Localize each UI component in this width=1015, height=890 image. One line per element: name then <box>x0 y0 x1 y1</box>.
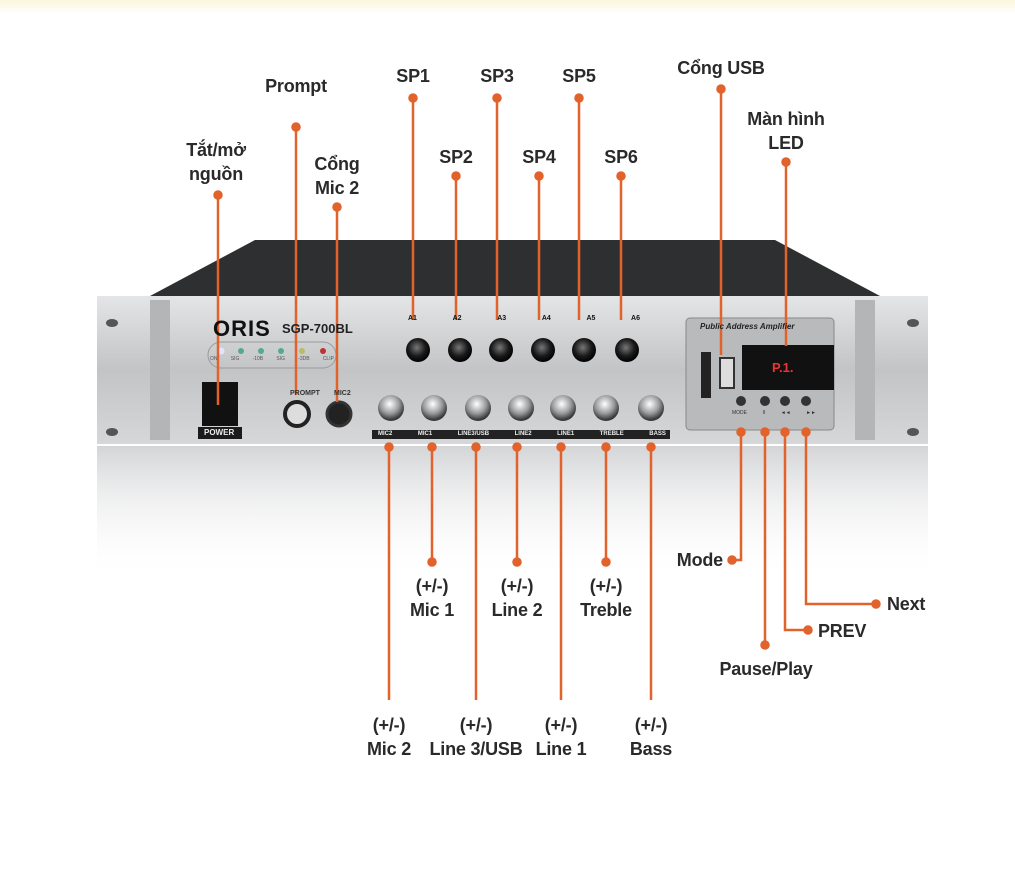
knob-label: LINE1 <box>557 431 575 437</box>
label-line: Cổng <box>314 154 360 174</box>
zone-label: A4 <box>541 315 551 322</box>
brand-logo: ORIS <box>213 316 271 341</box>
callout-prompt: Prompt <box>265 76 327 96</box>
knob-label: LINE3/USB <box>457 431 490 437</box>
power-switch <box>202 382 238 426</box>
chassis-top <box>150 240 880 296</box>
power-label: POWER <box>204 428 235 437</box>
label-line: nguồn <box>189 164 243 184</box>
callout-sp6: SP6 <box>604 147 638 167</box>
label-line: Mic 2 <box>314 178 360 198</box>
zone-label: A2 <box>452 315 462 322</box>
label-line: (+/-) <box>589 576 623 596</box>
callout-sp1: SP1 <box>396 66 430 86</box>
led-label: ON <box>210 356 218 362</box>
label-line: Mic 2 <box>366 739 412 759</box>
callout-next: Next <box>887 594 926 614</box>
usb-port <box>719 357 735 389</box>
label-line: Mic 1 <box>409 600 455 620</box>
zone-label: A6 <box>631 315 640 322</box>
label-line: (+/-) <box>415 576 449 596</box>
knob-label: MIC1 <box>417 431 433 437</box>
prompt-jack <box>283 400 311 428</box>
reflection <box>97 446 928 581</box>
sd-slot <box>701 352 711 398</box>
callout-usb: Cổng USB <box>677 58 765 78</box>
callout-line3: (+/-) Line 3/USB <box>429 713 522 761</box>
led-label: -10B <box>252 356 264 362</box>
leader-next <box>804 432 876 606</box>
player-button-label: MODE <box>732 410 747 416</box>
player-button-label: ►► <box>806 410 816 416</box>
tone-knobs <box>378 395 664 421</box>
knob-label-bar <box>372 430 670 439</box>
zone-label: A3 <box>497 315 507 322</box>
leader-prev <box>783 432 808 632</box>
label-line: Line 2 <box>491 600 543 620</box>
label-line: (+/-) <box>544 715 578 735</box>
callout-sp5: SP5 <box>562 66 596 86</box>
label-line: Line 1 <box>535 739 587 759</box>
led-display <box>742 345 834 390</box>
callout-mic2: (+/-) Mic 2 <box>367 713 411 761</box>
label-line: Tắt/mở <box>186 140 246 160</box>
callout-sp4: SP4 <box>522 147 556 167</box>
callout-line2: (+/-) Line 2 <box>492 574 543 622</box>
top-glow <box>0 0 1015 14</box>
callout-prev: PREV <box>818 621 867 641</box>
callout-sp3: SP3 <box>480 66 514 86</box>
player-button-label: II <box>762 410 766 416</box>
led-label: -3DB <box>298 356 310 362</box>
callout-pause-play: Pause/Play <box>719 659 813 679</box>
speaker-zone-labels: A1 A2 A3 A4 A5 A6 <box>408 315 640 322</box>
callout-bass: (+/-) Bass <box>630 713 672 761</box>
mic2-jack <box>325 400 353 428</box>
model-name: SGP-700BL <box>282 321 353 336</box>
led-label: SIG <box>230 356 240 362</box>
display-panel-title: Public Address Amplifier <box>700 322 795 331</box>
callout-power: Tắt/mở nguồn <box>186 138 246 186</box>
callout-lines <box>213 84 881 700</box>
led-readout: P.1. <box>772 360 794 375</box>
label-line: (+/-) <box>634 715 668 735</box>
knob-label: MIC2 <box>378 431 393 437</box>
zone-label: A5 <box>586 315 596 322</box>
knob-label: BASS <box>649 431 666 437</box>
knob-label: LINE2 <box>514 431 532 437</box>
player-button-label: ◄◄ <box>780 410 791 416</box>
led-label: CLIP <box>322 356 334 362</box>
label-line: Treble <box>580 600 632 620</box>
prompt-label: PROMPT <box>290 390 320 397</box>
led-label: SIG <box>276 356 285 362</box>
player-button-labels: MODE II ◄◄ ►► <box>732 410 816 416</box>
callout-mic1: (+/-) Mic 1 <box>410 574 454 622</box>
knob-labels: MIC2 MIC1 LINE3/USB LINE2 LINE1 TREBLE BASS <box>378 430 666 439</box>
label-line: (+/-) <box>500 576 534 596</box>
led-labels: ON SIG -10B SIG -3DB CLIP <box>210 356 334 362</box>
callout-treble: (+/-) Treble <box>580 574 632 622</box>
knob-label: TREBLE <box>599 431 624 437</box>
mic2-port-label: MIC2 <box>334 390 351 397</box>
label-line: LED <box>768 133 804 153</box>
label-line: Line 3/USB <box>429 739 523 759</box>
callout-sp2: SP2 <box>439 147 473 167</box>
callout-mode: Mode <box>676 550 723 570</box>
label-line: Bass <box>629 739 673 759</box>
label-line: (+/-) <box>372 715 406 735</box>
callout-line1: (+/-) Line 1 <box>536 713 587 761</box>
zone-label: A1 <box>408 315 417 322</box>
label-line: (+/-) <box>459 715 493 735</box>
speaker-knobs <box>406 338 639 362</box>
label-line: Màn hình <box>747 109 825 129</box>
